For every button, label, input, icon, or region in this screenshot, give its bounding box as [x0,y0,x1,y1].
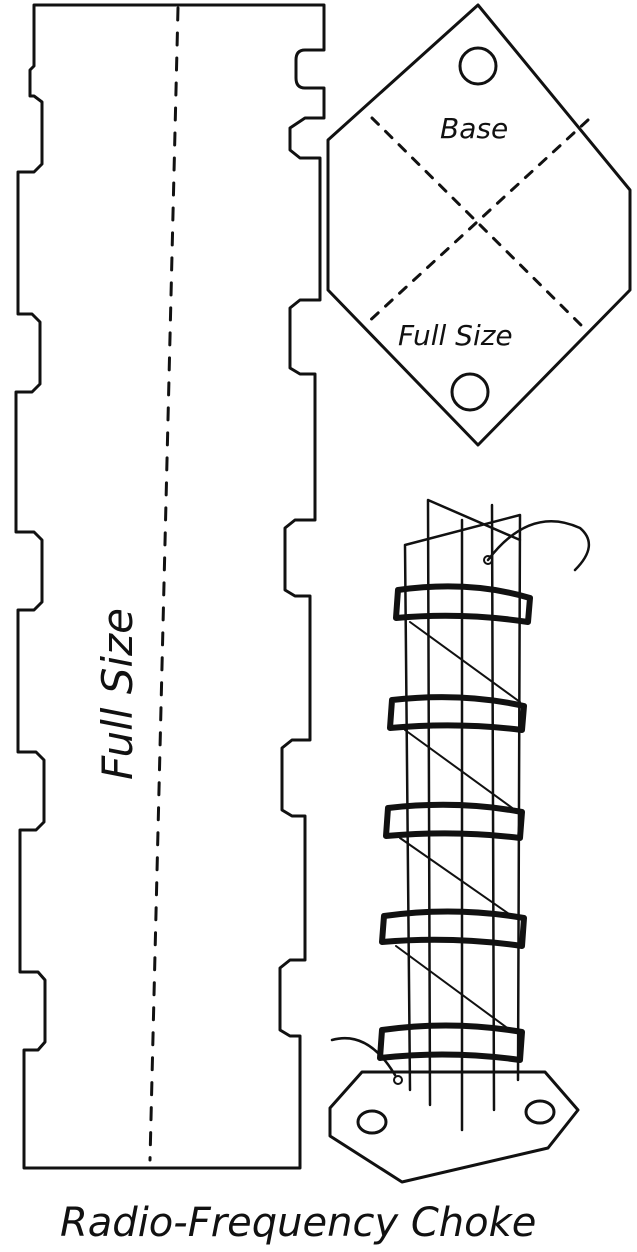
base-title: Base [440,112,508,145]
base-template: Base Full Size [326,3,632,447]
choke-winding-3 [383,801,525,841]
choke-winding-5 [377,1022,525,1063]
choke-terminal-top [483,555,493,565]
base-mount-hole-bottom [450,372,490,412]
base-outline [326,3,632,447]
strip-template: Full Size [14,3,326,1170]
choke-base-hole-left [356,1109,388,1135]
choke-vanes [403,498,522,1132]
base-fold-line-2 [363,118,590,327]
choke-base-hole-right [524,1099,556,1125]
assembled-choke-illustration [328,498,590,1184]
choke-base-plate [328,1070,580,1184]
choke-crossover-wires [395,621,521,1031]
choke-winding-2 [387,694,527,733]
strip-fold-line [148,6,180,1162]
strip-label: Full Size [93,608,142,780]
choke-winding-4 [379,908,527,949]
figure-caption: Radio-Frequency Choke [60,1200,536,1246]
base-mount-hole-top [458,46,498,86]
strip-outline [14,3,326,1170]
base-label: Full Size [398,319,513,352]
base-fold-line-1 [370,116,584,328]
choke-lead-top [486,520,590,572]
choke-lead-bottom [330,1036,397,1077]
choke-winding-1 [393,583,533,625]
choke-terminal-bottom [393,1075,403,1085]
